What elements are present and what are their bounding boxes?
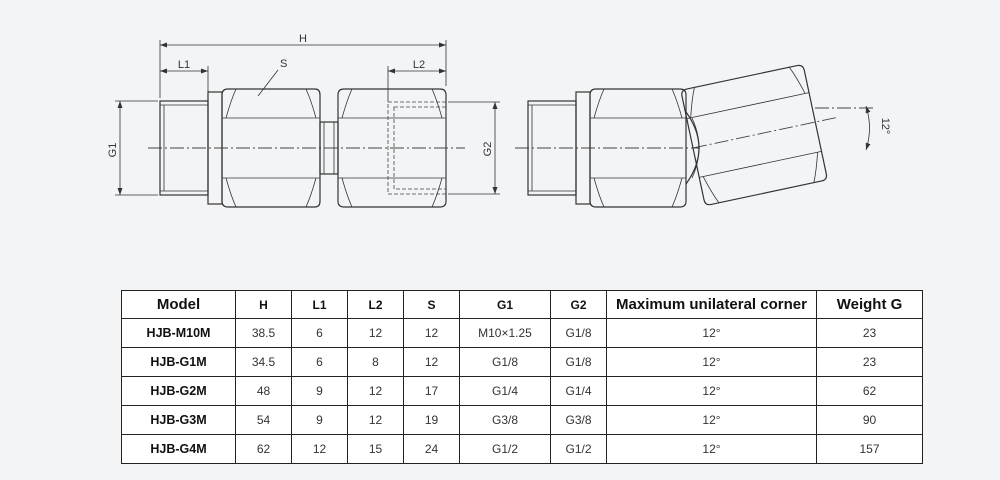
- cell-corner: 12°: [606, 405, 817, 435]
- cell-h: 54: [235, 405, 292, 435]
- dim-L1-label: L1: [178, 59, 190, 71]
- cell-weight: 90: [816, 405, 923, 435]
- cell-h: 34.5: [235, 347, 292, 377]
- cell-l2: 12: [347, 318, 404, 348]
- cell-l2: 15: [347, 434, 404, 464]
- angle-label: 12°: [879, 118, 891, 135]
- cell-g1: G1/8: [459, 347, 551, 377]
- dim-G1-label: G1: [107, 143, 119, 158]
- cell-h: 62: [235, 434, 292, 464]
- cell-g2: G1/2: [550, 434, 607, 464]
- cell-model: HJB-M10M: [121, 318, 236, 348]
- cell-l2: 8: [347, 347, 404, 377]
- cell-s: 12: [403, 318, 460, 348]
- table-row: HJB-M10M 38.5 6 12 12 M10×1.25 G1/8 12° …: [121, 318, 923, 348]
- header-h: H: [235, 290, 292, 319]
- dim-G2-label: G2: [482, 142, 494, 157]
- cell-model: HJB-G2M: [121, 376, 236, 406]
- header-g1: G1: [459, 290, 551, 319]
- cell-l2: 12: [347, 405, 404, 435]
- cell-corner: 12°: [606, 318, 817, 348]
- cell-weight: 157: [816, 434, 923, 464]
- cell-h: 48: [235, 376, 292, 406]
- cell-l1: 9: [291, 376, 348, 406]
- cell-model: HJB-G1M: [121, 347, 236, 377]
- table-row: HJB-G4M 62 12 15 24 G1/2 G1/2 12° 157: [121, 434, 923, 464]
- cell-s: 17: [403, 376, 460, 406]
- cell-weight: 23: [816, 347, 923, 377]
- table-row: HJB-G1M 34.5 6 8 12 G1/8 G1/8 12° 23: [121, 347, 923, 377]
- cell-weight: 23: [816, 318, 923, 348]
- header-l1: L1: [291, 290, 348, 319]
- header-s: S: [403, 290, 460, 319]
- dim-H-label: H: [299, 33, 307, 45]
- header-l2: L2: [347, 290, 404, 319]
- cell-g1: M10×1.25: [459, 318, 551, 348]
- straight-fitting-view: H L1 L2 S G1 G2: [107, 33, 500, 208]
- specification-table: Model H L1 L2 S G1 G2 Maximum unilateral…: [121, 290, 923, 464]
- cell-l2: 12: [347, 376, 404, 406]
- cell-l1: 6: [291, 318, 348, 348]
- dim-L2-label: L2: [413, 59, 425, 71]
- cell-weight: 62: [816, 376, 923, 406]
- cell-g2: G1/4: [550, 376, 607, 406]
- table-header-row: Model H L1 L2 S G1 G2 Maximum unilateral…: [121, 290, 923, 319]
- header-weight: Weight G: [816, 290, 923, 319]
- header-model: Model: [121, 290, 236, 319]
- cell-g1: G1/2: [459, 434, 551, 464]
- cell-model: HJB-G3M: [121, 405, 236, 435]
- cell-corner: 12°: [606, 434, 817, 464]
- table-row: HJB-G3M 54 9 12 19 G3/8 G3/8 12° 90: [121, 405, 923, 435]
- table-row: HJB-G2M 48 9 12 17 G1/4 G1/4 12° 62: [121, 376, 923, 406]
- cell-g2: G3/8: [550, 405, 607, 435]
- header-g2: G2: [550, 290, 607, 319]
- cell-g1: G3/8: [459, 405, 551, 435]
- cell-l1: 6: [291, 347, 348, 377]
- cell-corner: 12°: [606, 347, 817, 377]
- cell-s: 12: [403, 347, 460, 377]
- cell-g1: G1/4: [459, 376, 551, 406]
- cell-l1: 12: [291, 434, 348, 464]
- cell-l1: 9: [291, 405, 348, 435]
- cell-g2: G1/8: [550, 318, 607, 348]
- cell-model: HJB-G4M: [121, 434, 236, 464]
- cell-g2: G1/8: [550, 347, 607, 377]
- cell-s: 24: [403, 434, 460, 464]
- cell-h: 38.5: [235, 318, 292, 348]
- technical-drawing: H L1 L2 S G1 G2: [107, 33, 891, 208]
- angled-fitting-view: 12°: [515, 64, 891, 208]
- header-max-corner: Maximum unilateral corner: [606, 290, 817, 319]
- dim-S-label: S: [280, 58, 287, 70]
- cell-corner: 12°: [606, 376, 817, 406]
- cell-s: 19: [403, 405, 460, 435]
